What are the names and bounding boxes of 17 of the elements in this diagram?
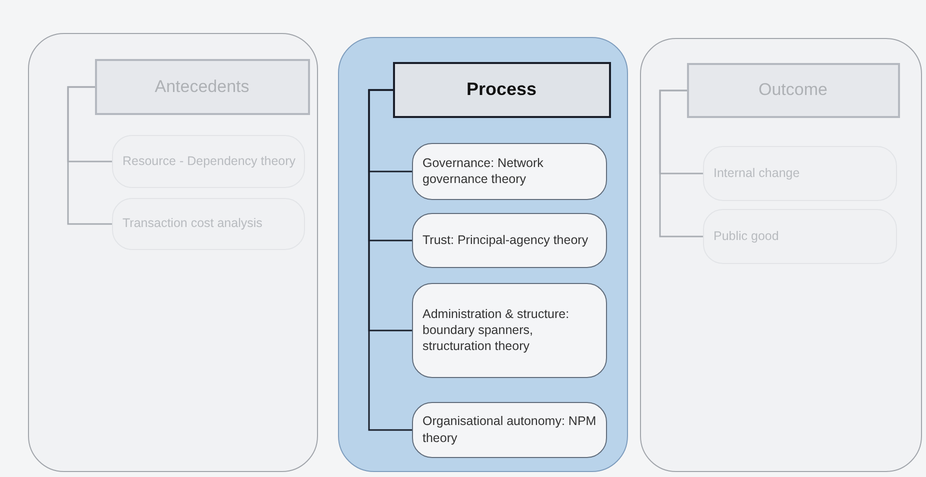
panel-background <box>640 38 922 472</box>
connector-line <box>67 86 112 225</box>
header-box: Outcome <box>686 62 900 118</box>
rounded-box: Resource - Dependency theory <box>112 134 304 188</box>
panel-background <box>338 37 628 472</box>
header-box: Antecedents <box>94 58 310 114</box>
connector-line <box>368 89 412 431</box>
header-box: Process <box>392 62 610 118</box>
connector-line <box>659 90 703 238</box>
rounded-box: Internal change <box>702 146 896 200</box>
rounded-box: Administration & structure: boundary spanners, structuration theory <box>412 282 606 378</box>
rounded-box: Public good <box>702 208 896 264</box>
rounded-box: Trust: Principal-agency theory <box>412 212 606 268</box>
rounded-box: Governance: Network governance theory <box>412 142 606 200</box>
panel-background <box>28 33 318 472</box>
rounded-box: Transaction cost analysis <box>112 198 304 250</box>
rounded-box: Organisational autonomy: NPM theory <box>412 402 606 458</box>
